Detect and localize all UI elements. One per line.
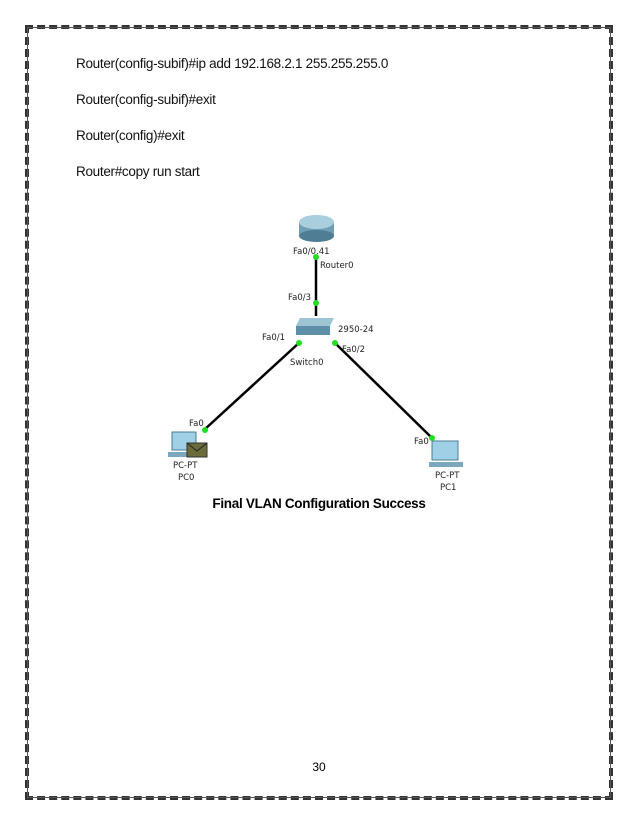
- switch-port2-label: Fa0/2: [342, 345, 365, 355]
- pc1-port-label: Fa0: [414, 437, 429, 447]
- switch-port1-label: Fa0/1: [262, 333, 285, 343]
- switch-icon: [296, 318, 334, 335]
- switch-model-label: 2950-24: [338, 325, 374, 335]
- figure-caption: Final VLAN Configuration Success: [212, 496, 426, 511]
- switch-uplink-label: Fa0/3: [288, 293, 311, 303]
- page-number: 30: [312, 760, 326, 774]
- port-status-lights: [202, 254, 435, 441]
- pc0-name-label: PC0: [178, 473, 194, 483]
- pc0-port-label: Fa0: [189, 419, 204, 429]
- router-name-label: Router0: [320, 261, 354, 271]
- pc1-name-label: PC1: [440, 483, 456, 493]
- command-line-1: Router(config-subif)#ip add 192.168.2.1 …: [76, 56, 389, 71]
- pc1-type-label: PC-PT: [435, 471, 460, 481]
- router-icon: [299, 215, 334, 242]
- page-border: [25, 25, 613, 800]
- pc0-type-label: PC-PT: [173, 461, 198, 471]
- link-switch-pc0: [203, 341, 301, 431]
- link-switch-pc1: [333, 341, 433, 439]
- pc0-icon: [168, 431, 208, 458]
- command-line-3: Router(config)#exit: [76, 128, 185, 143]
- command-line-2: Router(config-subif)#exit: [76, 92, 216, 107]
- switch-name-label: Switch0: [290, 358, 324, 368]
- pc1-icon: [429, 440, 463, 467]
- command-line-4: Router#copy run start: [76, 164, 200, 179]
- router-port-label: Fa0/0.41: [293, 247, 330, 257]
